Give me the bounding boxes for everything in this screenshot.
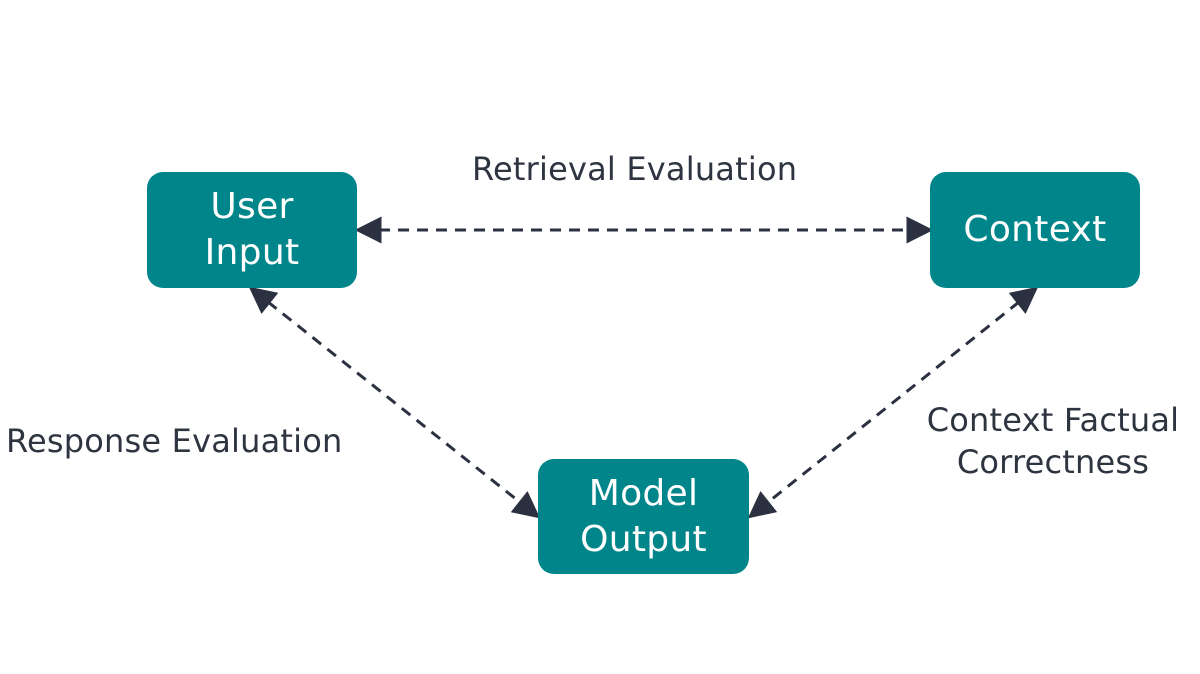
node-user-input: User Input <box>147 172 357 288</box>
node-model-output-line2: Output <box>580 518 707 560</box>
node-user-input-line2: Input <box>204 232 300 273</box>
node-context-label: Context <box>963 209 1107 250</box>
edge-user-input-model-output <box>248 286 541 519</box>
edge-label-response-evaluation: Response Evaluation <box>6 422 343 460</box>
edge-label-context-factual-correctness: Context Factual Correctness <box>912 399 1194 483</box>
edge-label-factual-line1: Context Factual <box>926 401 1180 439</box>
edge-label-retrieval-evaluation: Retrieval Evaluation <box>472 150 798 188</box>
node-model-output: Model Output <box>538 459 749 574</box>
node-model-output-line1: Model <box>588 472 699 514</box>
edge-label-factual-line2: Correctness <box>956 443 1150 481</box>
node-context: Context <box>930 172 1140 288</box>
edge-context-model-output <box>747 286 1039 519</box>
node-user-input-line1: User <box>210 186 294 227</box>
